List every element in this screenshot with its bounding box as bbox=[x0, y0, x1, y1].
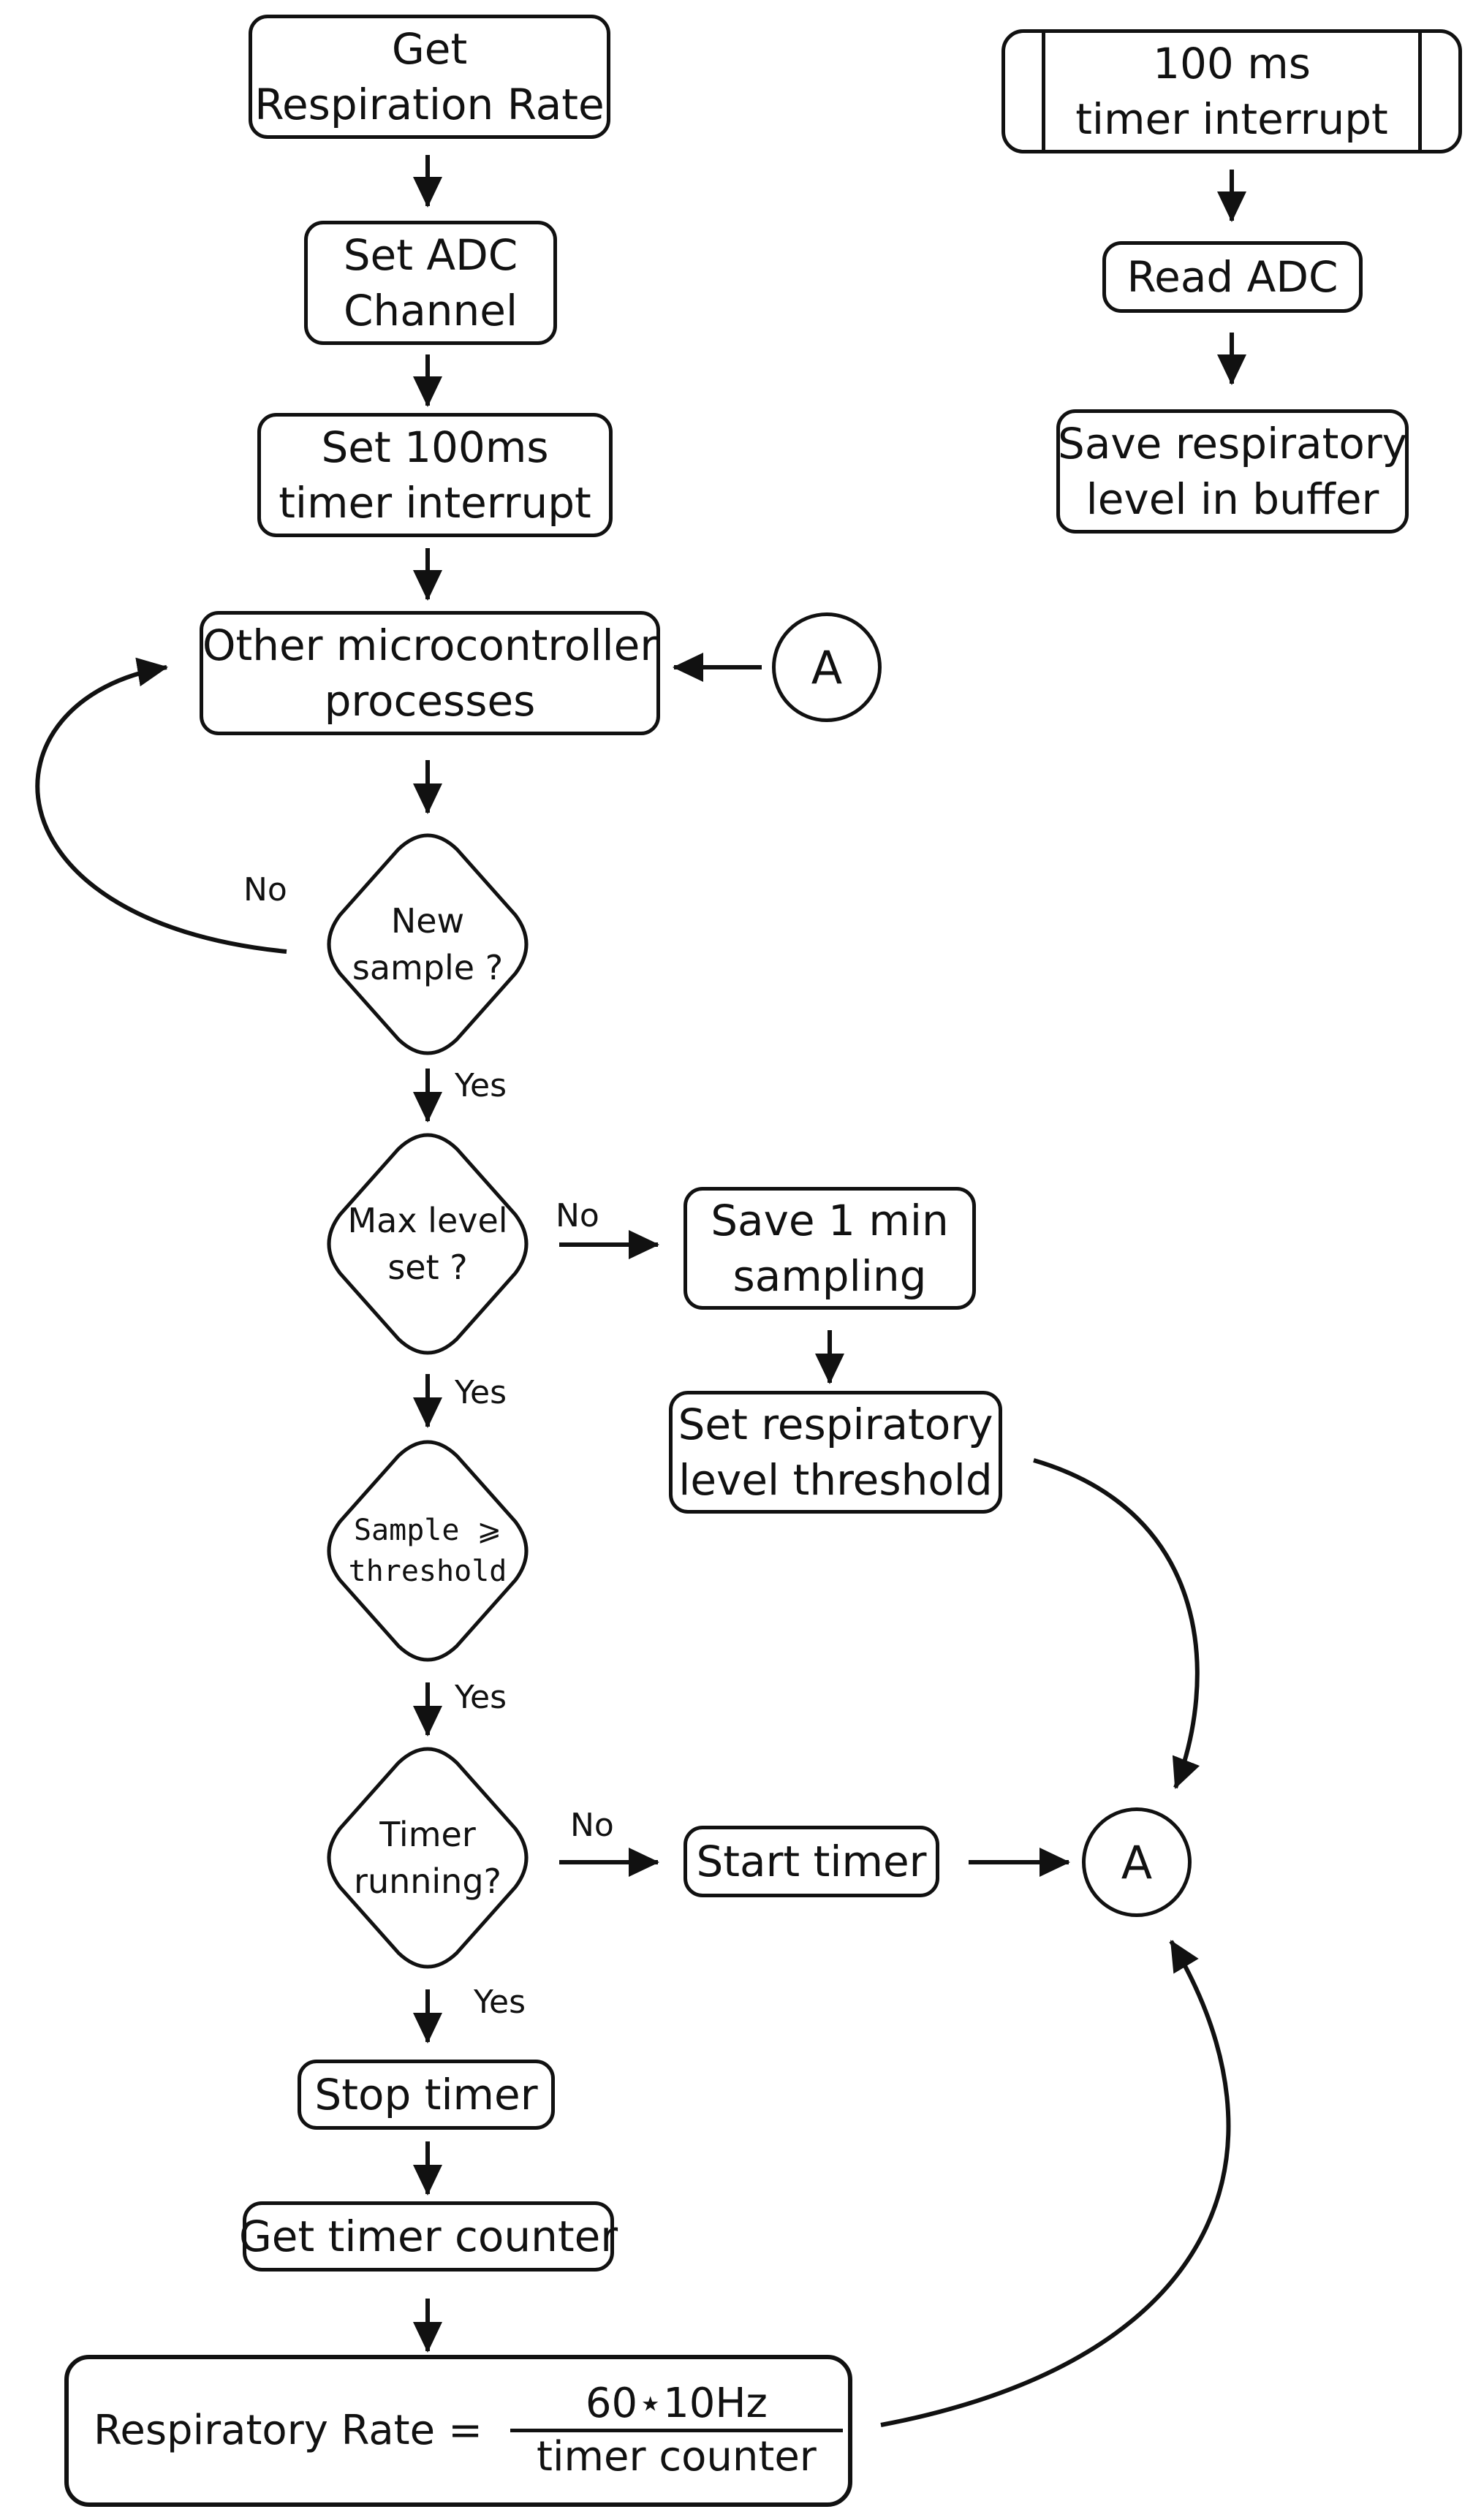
set-threshold-line2: level threshold bbox=[678, 1455, 993, 1505]
edge-label-new-sample-no: No bbox=[243, 871, 287, 908]
edge-label-timer-running-yes: Yes bbox=[474, 1984, 526, 2021]
save-level-line2: level in buffer bbox=[1086, 474, 1379, 524]
interrupt-line1: 100 ms bbox=[1153, 39, 1311, 88]
other-processes-box: Other microcontroller processes bbox=[200, 611, 660, 735]
max-level-label: Max level set ? bbox=[318, 1193, 537, 1295]
set-adc-box: Set ADC Channel bbox=[304, 221, 557, 345]
save-level-line1: Save respiratory bbox=[1058, 419, 1407, 468]
fraction-denominator: timer counter bbox=[536, 2432, 817, 2481]
interrupt-right-bar bbox=[1418, 29, 1422, 153]
timer-running-label: Timer running? bbox=[318, 1807, 537, 1909]
connector-a-top: A bbox=[772, 612, 882, 722]
start-timer-label: Start timer bbox=[696, 1837, 927, 1886]
set-threshold-line1: Set respiratory bbox=[678, 1400, 993, 1449]
connector-a-bottom: A bbox=[1082, 1807, 1192, 1917]
set-adc-line1: Set ADC bbox=[343, 230, 518, 280]
set-timer-box: Set 100ms timer interrupt bbox=[257, 413, 613, 537]
interrupt-line2: timer interrupt bbox=[1075, 94, 1388, 144]
set-timer-line2: timer interrupt bbox=[279, 478, 591, 528]
max-level-line1: Max level bbox=[347, 1201, 508, 1240]
save-sampling-line2: sampling bbox=[732, 1251, 927, 1301]
start-box: Get Respiration Rate bbox=[249, 15, 610, 139]
set-threshold-box: Set respiratory level threshold bbox=[669, 1391, 1002, 1514]
save-sampling-line1: Save 1 min bbox=[711, 1196, 949, 1245]
new-sample-label: New sample ? bbox=[318, 893, 537, 995]
start-timer-box: Start timer bbox=[684, 1826, 939, 1897]
arrow-threshold-to-a bbox=[1033, 1458, 1200, 1789]
sample-threshold-line2: threshold bbox=[348, 1555, 507, 1588]
start-box-line1: Get bbox=[391, 24, 468, 74]
edge-label-new-sample-yes: Yes bbox=[455, 1067, 507, 1104]
set-adc-line2: Channel bbox=[343, 286, 518, 335]
edge-label-timer-running-no: No bbox=[570, 1807, 614, 1844]
start-box-line2: Respiration Rate bbox=[254, 80, 605, 129]
sample-threshold-label: Sample ⩾ threshold bbox=[318, 1507, 537, 1595]
fraction-bar bbox=[510, 2428, 843, 2432]
stop-timer-label: Stop timer bbox=[314, 2070, 538, 2119]
arrow-result-to-a bbox=[880, 1940, 1231, 2427]
connector-a-top-label: A bbox=[811, 640, 843, 694]
diamond-max-level bbox=[327, 1133, 529, 1355]
timer-running-line1: Timer bbox=[379, 1815, 476, 1854]
read-adc-label: Read ADC bbox=[1126, 252, 1338, 302]
interrupt-left-bar bbox=[1042, 29, 1045, 153]
respiratory-rate-label: Respiratory Rate bbox=[94, 2406, 436, 2454]
other-processes-line1: Other microcontroller bbox=[202, 620, 658, 670]
save-level-box: Save respiratory level in buffer bbox=[1056, 409, 1409, 534]
new-sample-line1: New bbox=[390, 901, 465, 941]
diamond-new-sample bbox=[327, 833, 529, 1055]
interrupt-trigger-box: 100 ms timer interrupt bbox=[1001, 29, 1462, 153]
stop-timer-box: Stop timer bbox=[298, 2060, 555, 2130]
diamond-threshold bbox=[327, 1440, 529, 1662]
respiratory-rate-formula: Respiratory Rate = 60⋆10Hz timer counter bbox=[94, 2375, 843, 2485]
edge-label-max-level-no: No bbox=[556, 1197, 599, 1234]
diamond-timer-running bbox=[327, 1747, 529, 1969]
get-timer-counter-label: Get timer counter bbox=[238, 2212, 618, 2261]
sample-threshold-line1: Sample ⩾ bbox=[353, 1514, 502, 1547]
arrow-no-loop bbox=[35, 657, 287, 954]
edge-label-max-level-yes: Yes bbox=[455, 1374, 507, 1411]
equals-sign: = bbox=[448, 2406, 482, 2454]
set-timer-line1: Set 100ms bbox=[321, 422, 549, 472]
rate-fraction: 60⋆10Hz timer counter bbox=[510, 2379, 843, 2482]
save-sampling-box: Save 1 min sampling bbox=[684, 1187, 976, 1310]
get-timer-counter-box: Get timer counter bbox=[239, 2201, 618, 2272]
edge-label-threshold-yes: Yes bbox=[455, 1679, 507, 1716]
max-level-line2: set ? bbox=[387, 1248, 468, 1287]
timer-running-line2: running? bbox=[354, 1861, 501, 1901]
connector-a-bottom-label: A bbox=[1121, 1835, 1153, 1889]
other-processes-line2: processes bbox=[324, 676, 536, 726]
fraction-numerator: 60⋆10Hz bbox=[585, 2379, 768, 2427]
read-adc-box: Read ADC bbox=[1102, 241, 1363, 313]
new-sample-line2: sample ? bbox=[352, 948, 504, 987]
